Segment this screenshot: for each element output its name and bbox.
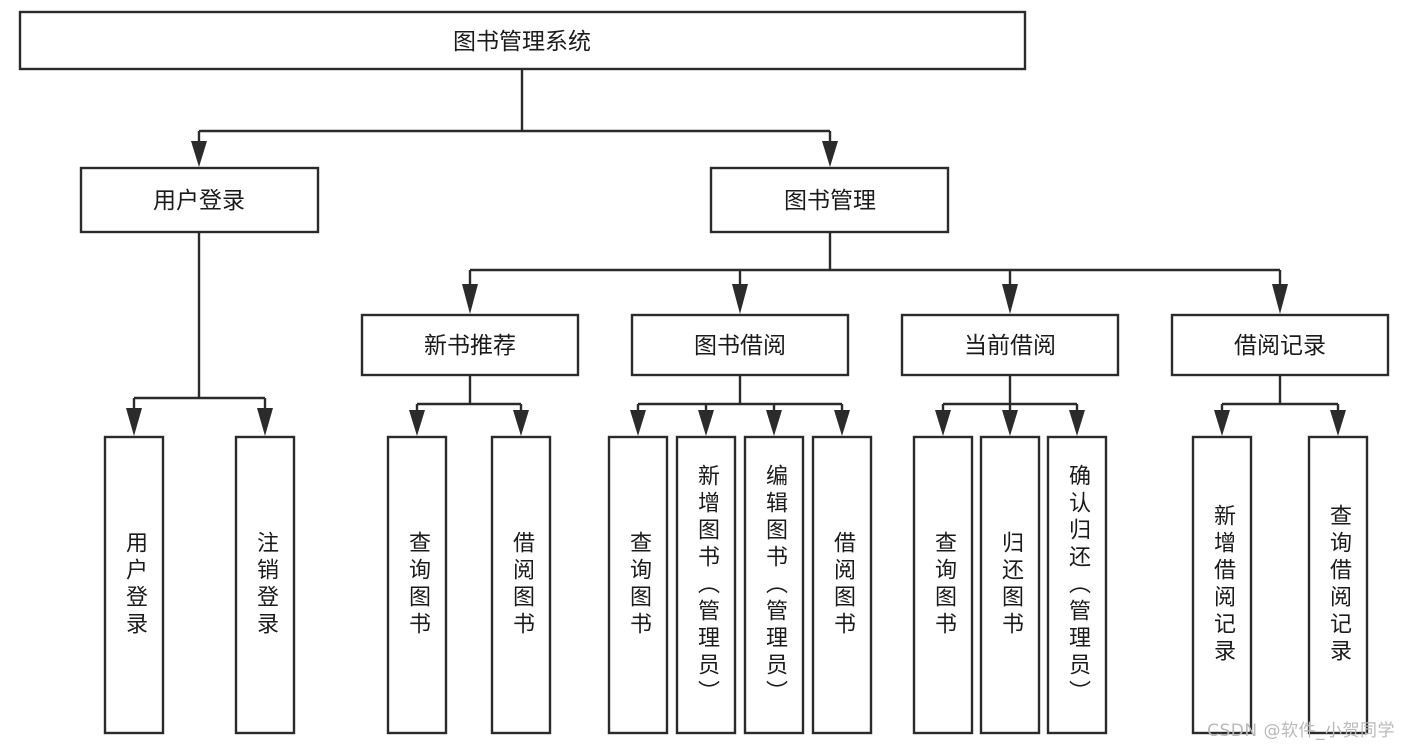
arrowhead-book-borrow-leaf-2 — [698, 410, 714, 436]
leaf-box-add-record[interactable] — [1191, 435, 1253, 735]
node-user-login-box[interactable] — [79, 166, 320, 234]
node-book-borrow[interactable]: 图书借阅 — [630, 313, 850, 377]
node-user-login[interactable]: 用户登录 — [79, 166, 320, 234]
csdn-watermark: CSDN @软件_小贺同学 — [1207, 721, 1395, 741]
connector-group-root — [191, 70, 838, 167]
node-new-book-recommend-label: 新书推荐 — [424, 333, 516, 359]
leaf-box-borrow-book-2[interactable] — [811, 435, 873, 735]
leaf-box-query-book-1[interactable] — [386, 435, 448, 735]
arrowhead-book-manage-to-book-borrow — [732, 284, 748, 314]
leaf-box-add-book[interactable] — [675, 435, 737, 735]
leaf-box-user-login[interactable] — [103, 435, 165, 735]
node-borrow-record-box[interactable] — [1170, 313, 1390, 377]
leaf-box-confirm-return[interactable] — [1046, 435, 1108, 735]
arrowhead-root-to-user-login — [191, 141, 207, 167]
node-borrow-record-label: 借阅记录 — [1234, 333, 1326, 359]
node-book-manage[interactable]: 图书管理 — [709, 166, 950, 234]
connector-group-current-borrow — [935, 375, 1085, 436]
node-borrow-record[interactable]: 借阅记录 — [1170, 313, 1390, 377]
arrowhead-book-manage-to-borrow-record — [1272, 284, 1288, 314]
connector-group-book-borrow — [630, 375, 850, 436]
arrowhead-new-book-leaf-2 — [513, 410, 529, 436]
node-book-manage-box[interactable] — [709, 166, 950, 234]
connector-group-borrow-record — [1214, 375, 1346, 436]
node-current-borrow-box[interactable] — [900, 313, 1120, 377]
arrowhead-new-book-leaf-1 — [409, 410, 425, 436]
arrowhead-borrow-record-leaf-2 — [1330, 410, 1346, 436]
node-new-book-recommend[interactable]: 新书推荐 — [360, 313, 580, 377]
node-user-login-label: 用户登录 — [153, 188, 245, 214]
leaf-box-edit-book[interactable] — [743, 435, 805, 735]
leaf-box-logout[interactable] — [234, 435, 296, 735]
leaf-box-borrow-book-1[interactable] — [490, 435, 552, 735]
leaf-box-query-book-3[interactable] — [912, 435, 974, 735]
node-book-borrow-box[interactable] — [630, 313, 850, 377]
node-root-box[interactable] — [18, 10, 1027, 71]
arrowhead-current-borrow-leaf-3 — [1069, 410, 1085, 436]
arrowhead-book-borrow-leaf-1 — [630, 410, 646, 436]
leaf-box-query-record[interactable] — [1307, 435, 1369, 735]
connector-group-user-login — [126, 232, 273, 436]
leaf-box-query-book-2[interactable] — [607, 435, 669, 735]
node-root-label: 图书管理系统 — [453, 29, 591, 55]
arrowhead-root-to-book-manage — [822, 141, 838, 167]
arrowhead-book-borrow-leaf-4 — [834, 410, 850, 436]
node-book-borrow-label: 图书借阅 — [694, 333, 786, 359]
leaf-box-return-book[interactable] — [979, 435, 1041, 735]
arrowhead-book-borrow-leaf-3 — [766, 410, 782, 436]
node-current-borrow-label: 当前借阅 — [964, 333, 1056, 359]
arrowhead-user-login-leaf-1 — [126, 408, 142, 436]
node-current-borrow[interactable]: 当前借阅 — [900, 313, 1120, 377]
node-new-book-recommend-box[interactable] — [360, 313, 580, 377]
arrowhead-current-borrow-leaf-1 — [935, 410, 951, 436]
arrowhead-borrow-record-leaf-1 — [1214, 410, 1230, 436]
connector-group-new-book-recommend — [409, 375, 529, 436]
node-book-manage-label: 图书管理 — [784, 188, 876, 214]
arrowhead-book-manage-to-new-book — [462, 284, 478, 314]
connector-group-book-manage — [462, 232, 1288, 314]
node-root[interactable]: 图书管理系统 — [18, 10, 1027, 71]
arrowhead-current-borrow-leaf-2 — [1002, 410, 1018, 436]
leaf-box-group — [103, 435, 1369, 735]
arrowhead-user-login-leaf-2 — [257, 408, 273, 436]
arrowhead-book-manage-to-current-borrow — [1002, 284, 1018, 314]
